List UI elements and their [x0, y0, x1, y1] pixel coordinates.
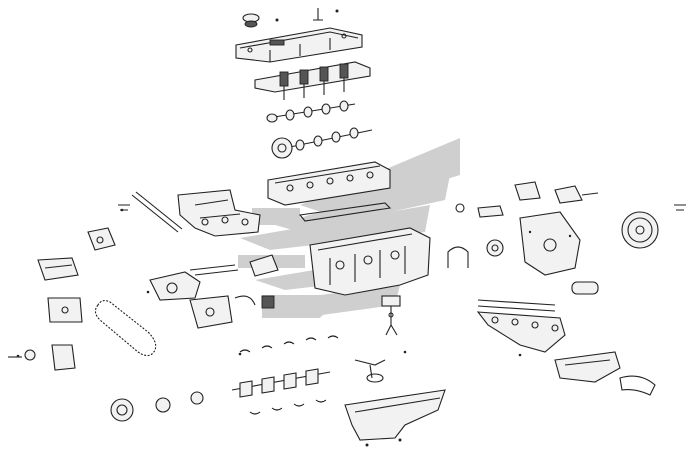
valve-cover-gasket [254, 61, 371, 100]
water-pump [149, 271, 201, 301]
timing-cover-lower [51, 344, 76, 371]
camshaft-intake [266, 100, 356, 123]
camshaft-exhaust [284, 127, 373, 151]
flywheel [621, 204, 686, 249]
rear-main-seal [447, 239, 504, 268]
starter-motor [571, 281, 656, 396]
oil-filter-housing [87, 227, 116, 251]
bearing-shells [239, 335, 339, 415]
intake-support-bar [118, 191, 183, 233]
oil-pan [344, 389, 446, 447]
crank-pulley [110, 391, 204, 422]
valve-cover [235, 27, 363, 63]
cam-sprocket [271, 137, 293, 159]
engine-block [309, 227, 431, 296]
crankshaft [231, 368, 331, 398]
timing-cover-small [47, 297, 83, 323]
transmission-bellhousing [519, 211, 581, 276]
exhaust-heat-shield [554, 351, 621, 383]
exhaust-gasket [477, 299, 556, 312]
fasteners [16, 208, 522, 358]
exhaust-manifold [476, 311, 566, 353]
timing-chain [94, 299, 157, 357]
pistons [381, 295, 401, 336]
oil-pickup [354, 359, 386, 383]
heat-shield [37, 257, 79, 281]
cylinder-head [267, 161, 391, 206]
front-seal-gasket [189, 264, 239, 276]
intake-manifold [177, 189, 261, 237]
oil-pump [189, 295, 256, 329]
valve-cover-cap [242, 8, 339, 28]
engine-mount-bracket [249, 254, 279, 309]
head-gasket [298, 202, 392, 222]
thermostat-housing [455, 181, 599, 218]
tensioner [8, 349, 36, 361]
